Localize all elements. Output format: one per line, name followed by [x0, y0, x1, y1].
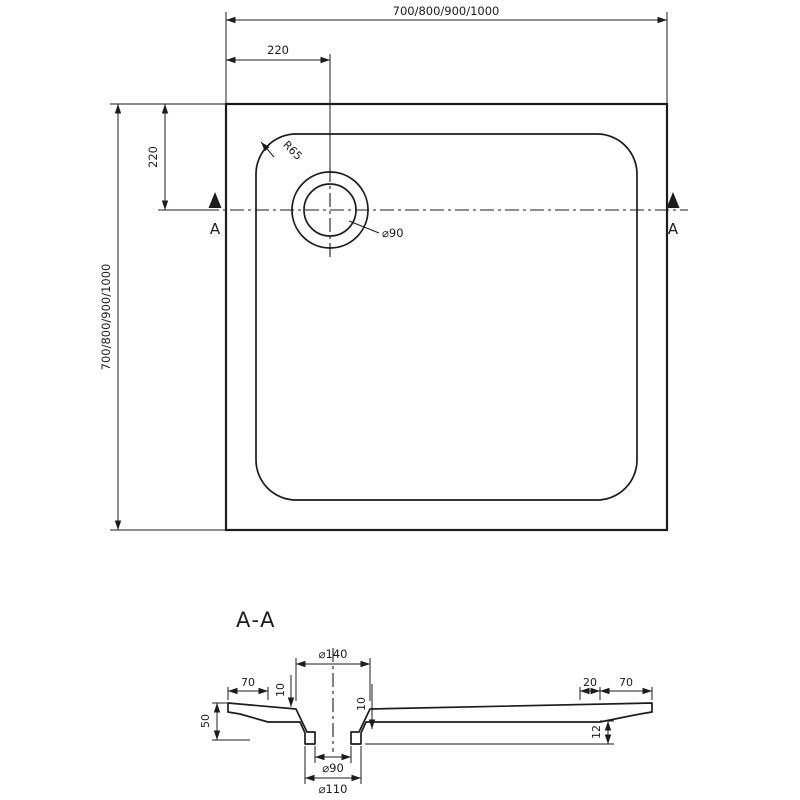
drain-offset-y-dimension: 220: [146, 104, 206, 211]
dim-hole-diameter: ⌀90: [322, 761, 344, 775]
dim-rim-right: 70: [619, 676, 633, 689]
dim-tray-height: 50: [199, 714, 212, 728]
tray-outer-outline: [224, 102, 669, 532]
section-arrow-right: [666, 192, 680, 208]
section-marker-a-left: A: [210, 220, 221, 238]
cross-section-profile: [227, 648, 653, 752]
section-arrow-left: [208, 192, 222, 208]
section-marker-a-right: A: [668, 220, 679, 238]
top-view: A A 700/800/900/1000 220 700/800/900/100…: [99, 4, 688, 532]
rim-left-dimension: 70: [227, 676, 269, 700]
dim-depth-left: 10: [274, 683, 287, 697]
hole-diameter-dimension: ⌀90: [314, 746, 352, 775]
dim-flange-diameter: ⌀110: [319, 782, 348, 796]
depth-left-dimension: 10: [274, 675, 295, 707]
section-title: A-A: [236, 608, 276, 632]
drain-diameter-callout: ⌀90: [348, 220, 404, 240]
tray-height-dimension: 50: [199, 702, 250, 741]
dim-drain-offset-y: 220: [146, 146, 160, 168]
recess-diameter-dimension: ⌀140: [295, 647, 371, 701]
edge-step-dimension: 20: [579, 676, 601, 700]
section-view: A-A ⌀140 70 10 10: [199, 608, 653, 796]
dim-drain-offset-x: 220: [267, 43, 289, 57]
drain-offset-x-dimension: 220: [226, 43, 331, 168]
profile-left-shell: [227, 702, 316, 745]
dim-edge-step: 20: [583, 676, 597, 689]
profile-right-shell: [350, 702, 653, 745]
dim-drain-depth: 12: [590, 725, 603, 739]
depth-right-dimension: 10: [355, 684, 376, 729]
section-cut-line: A A: [205, 192, 688, 238]
dim-recess-diameter: ⌀140: [319, 647, 348, 661]
dim-depth-right: 10: [355, 697, 368, 711]
tray-basin-outline: [255, 133, 638, 501]
dim-overall-width: 700/800/900/1000: [393, 4, 500, 18]
overall-width-dimension: 700/800/900/1000: [225, 4, 668, 104]
label-drain-diameter: ⌀90: [382, 226, 404, 240]
dim-overall-height: 700/800/900/1000: [99, 264, 113, 371]
drain-depth-dimension: 12: [365, 720, 614, 745]
label-corner-radius: R65: [280, 138, 304, 162]
flange-diameter-dimension: ⌀110: [304, 746, 362, 796]
corner-radius-callout: R65: [260, 138, 305, 163]
dim-rim-left: 70: [241, 676, 255, 689]
rim-right-dimension: 70: [600, 676, 653, 700]
drain: [291, 168, 369, 258]
overall-height-dimension: 700/800/900/1000: [99, 103, 226, 531]
